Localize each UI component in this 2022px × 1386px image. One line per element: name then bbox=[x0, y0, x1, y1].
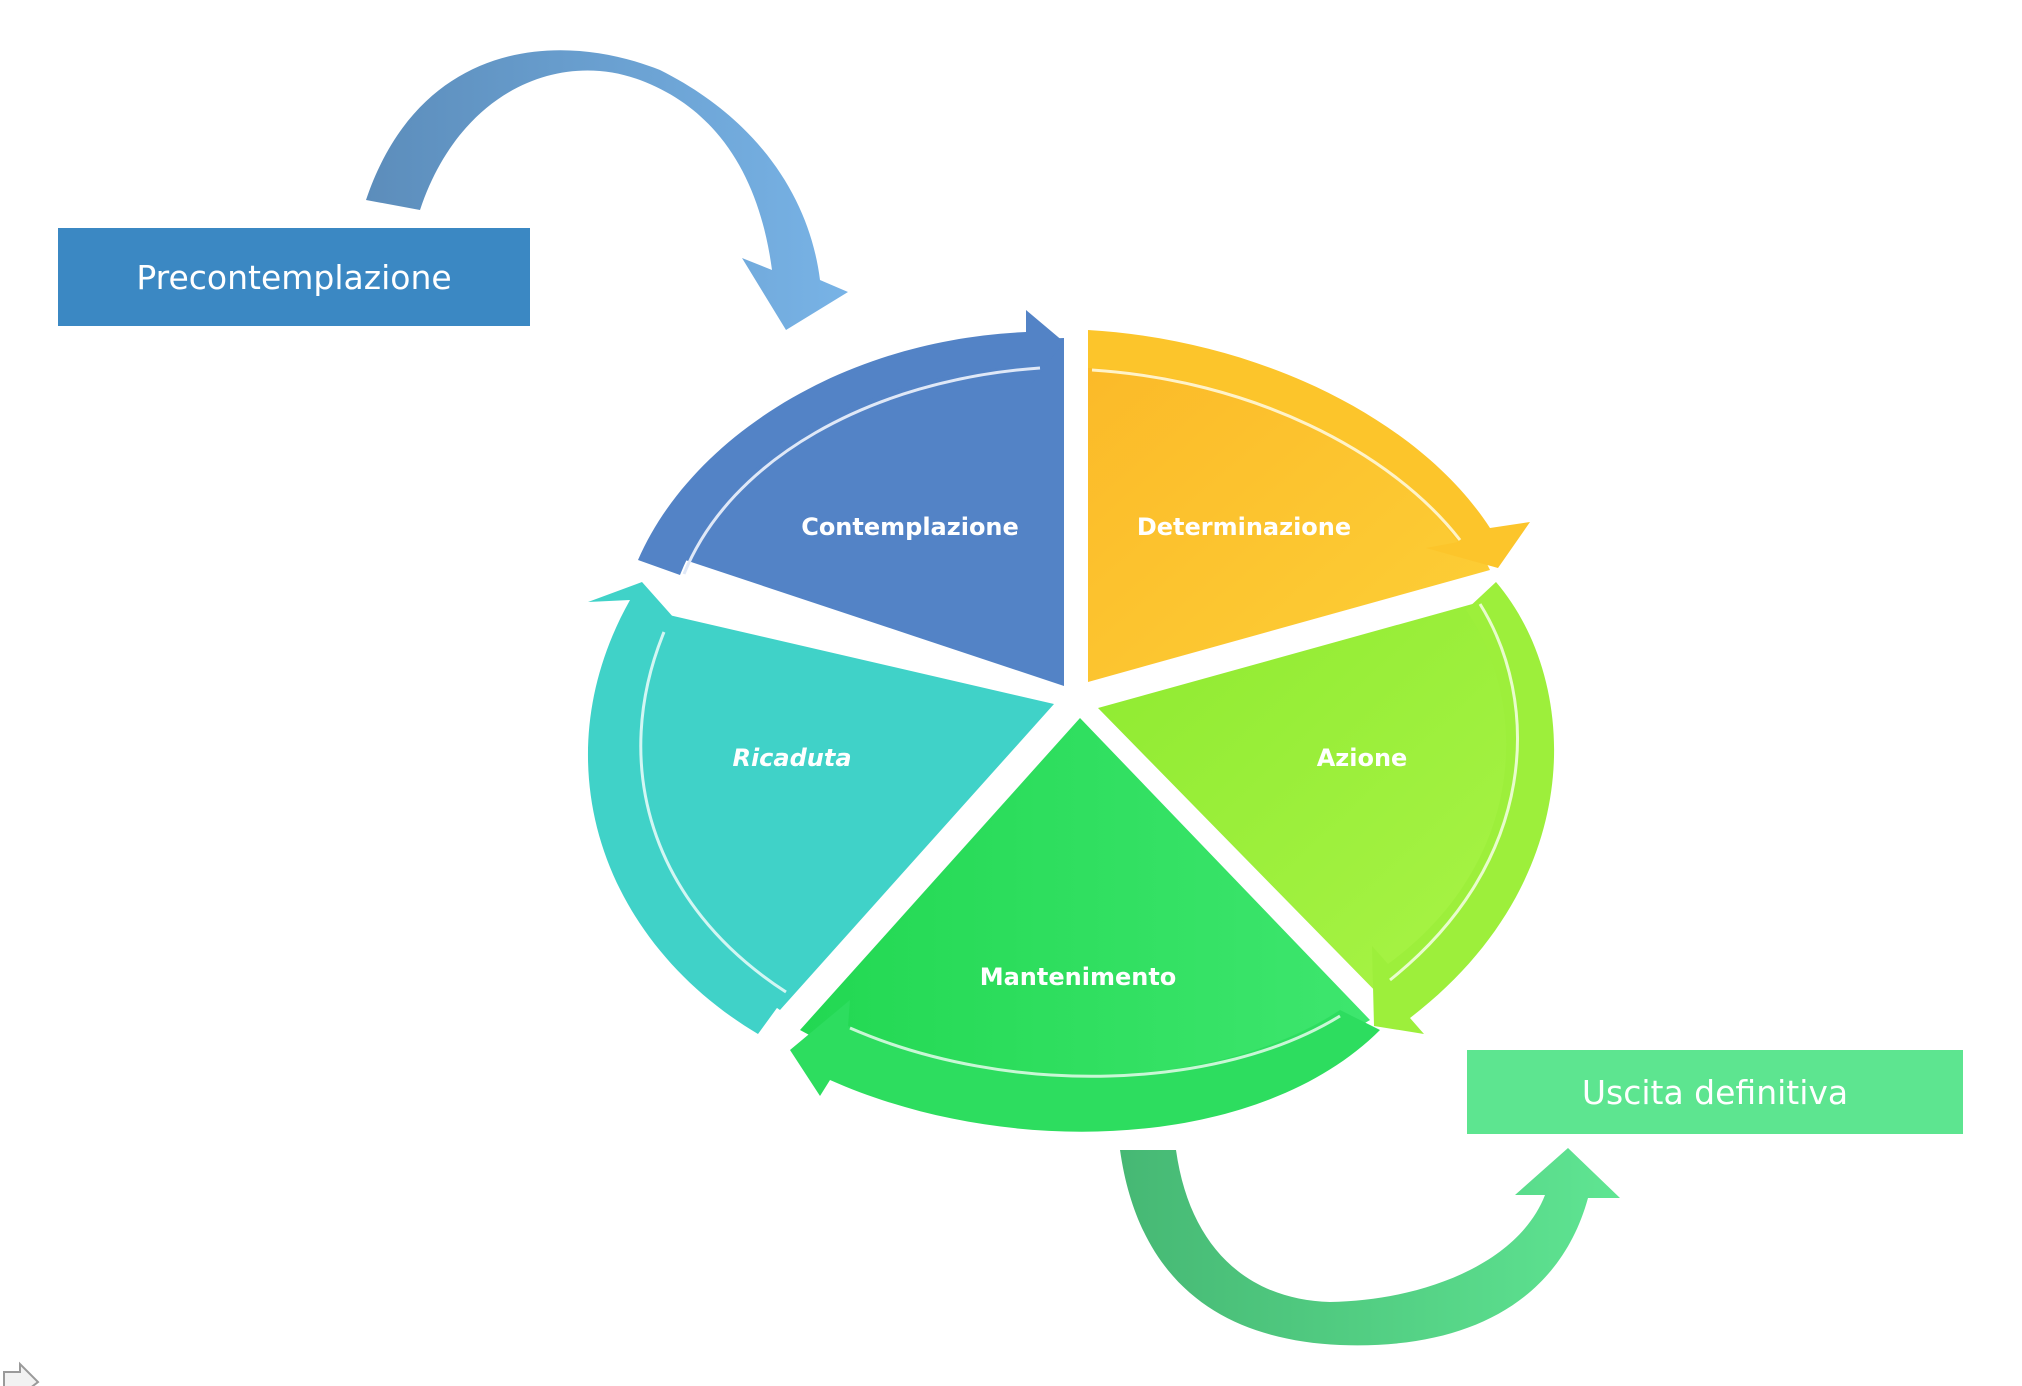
cursor-icon bbox=[3, 1361, 40, 1386]
label-determination: Determinazione bbox=[1137, 513, 1351, 541]
segment-relapse bbox=[621, 612, 1054, 1010]
arc-line-contemplation bbox=[682, 366, 1041, 575]
arrow-action bbox=[1372, 582, 1555, 1034]
segment-action bbox=[1098, 598, 1536, 1002]
arrow-contemplation bbox=[638, 310, 1064, 575]
arc-line-maintenance bbox=[849, 1014, 1341, 1078]
arrow-maintenance bbox=[790, 1000, 1380, 1132]
segment-determination bbox=[1088, 338, 1490, 682]
label-contemplation: Contemplazione bbox=[801, 513, 1019, 541]
label-maintenance: Mantenimento bbox=[980, 963, 1177, 991]
label-relapse: Ricaduta bbox=[732, 744, 851, 772]
segment-maintenance bbox=[800, 718, 1370, 1100]
exit-label: Uscita definitiva bbox=[1581, 1072, 1849, 1112]
arc-line-action bbox=[1389, 603, 1519, 982]
exit-arrow bbox=[1120, 1148, 1620, 1346]
precontemplation-label: Precontemplazione bbox=[136, 257, 452, 297]
precontemplation-box: Precontemplazione bbox=[58, 228, 530, 326]
segment-contemplation bbox=[655, 338, 1064, 686]
entry-arrow bbox=[366, 50, 848, 330]
arc-line-relapse bbox=[639, 631, 787, 994]
label-action: Azione bbox=[1317, 744, 1408, 772]
exit-box: Uscita definitiva bbox=[1467, 1050, 1963, 1134]
arrow-relapse bbox=[587, 582, 790, 1034]
arrow-determination bbox=[1088, 330, 1530, 568]
arc-line-determination bbox=[1091, 368, 1462, 541]
